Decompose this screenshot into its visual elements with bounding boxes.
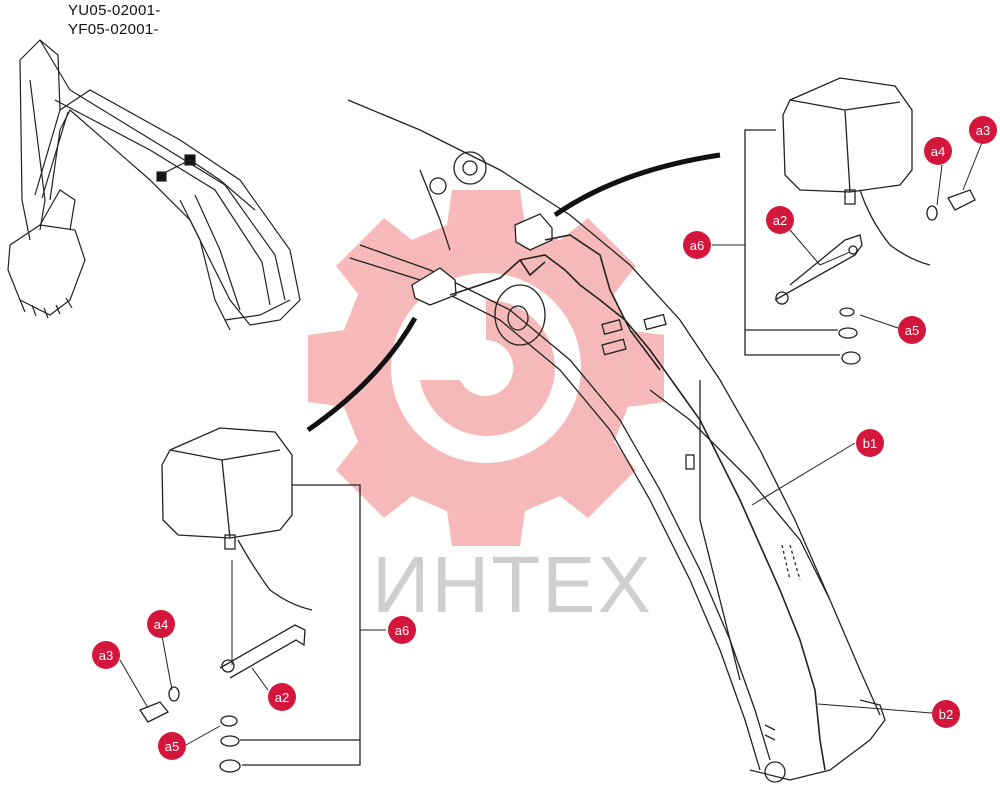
callout-a4-right: a4 xyxy=(924,137,952,165)
svg-text:a3: a3 xyxy=(976,123,990,138)
svg-text:a2: a2 xyxy=(773,213,787,228)
callout-a5-right: a5 xyxy=(898,316,926,344)
serial-range-2: YF05-02001- xyxy=(68,21,159,38)
serial-range-1: YU05-02001- xyxy=(68,2,161,19)
callout-a2-left: a2 xyxy=(268,683,296,711)
svg-text:b1: b1 xyxy=(863,436,877,451)
boom-main-view xyxy=(347,99,886,783)
leader-lines xyxy=(119,139,984,746)
wiring-harness xyxy=(449,234,826,771)
watermark-text: ИНТЕХ xyxy=(372,540,653,629)
svg-text:a4: a4 xyxy=(931,144,945,159)
callout-a6-left: a6 xyxy=(388,616,416,644)
watermark-gear-icon xyxy=(308,190,664,546)
callout-b1: b1 xyxy=(856,429,884,457)
callout-b2: b2 xyxy=(932,700,960,728)
excavator-thumbnail xyxy=(7,39,301,331)
svg-text:a5: a5 xyxy=(165,739,179,754)
callout-a3-left: a3 xyxy=(92,641,120,669)
callout-a2-right: a2 xyxy=(766,206,794,234)
boom-lights xyxy=(411,213,553,306)
svg-text:a5: a5 xyxy=(905,323,919,338)
svg-text:a2: a2 xyxy=(275,690,289,705)
callout-a5-left: a5 xyxy=(158,732,186,760)
callout-a6-right: a6 xyxy=(683,231,711,259)
callout-a3-right: a3 xyxy=(969,116,997,144)
svg-text:a4: a4 xyxy=(154,617,168,632)
callout-a4-left: a4 xyxy=(147,610,175,638)
svg-text:a6: a6 xyxy=(690,238,704,253)
detail-arrow-left xyxy=(306,316,418,433)
work-light-detail-right xyxy=(744,77,976,365)
detail-arrow-right xyxy=(553,152,721,218)
svg-text:a3: a3 xyxy=(99,648,113,663)
svg-text:a6: a6 xyxy=(395,623,409,638)
svg-text:b2: b2 xyxy=(939,707,953,722)
work-light-detail-left xyxy=(139,427,361,773)
